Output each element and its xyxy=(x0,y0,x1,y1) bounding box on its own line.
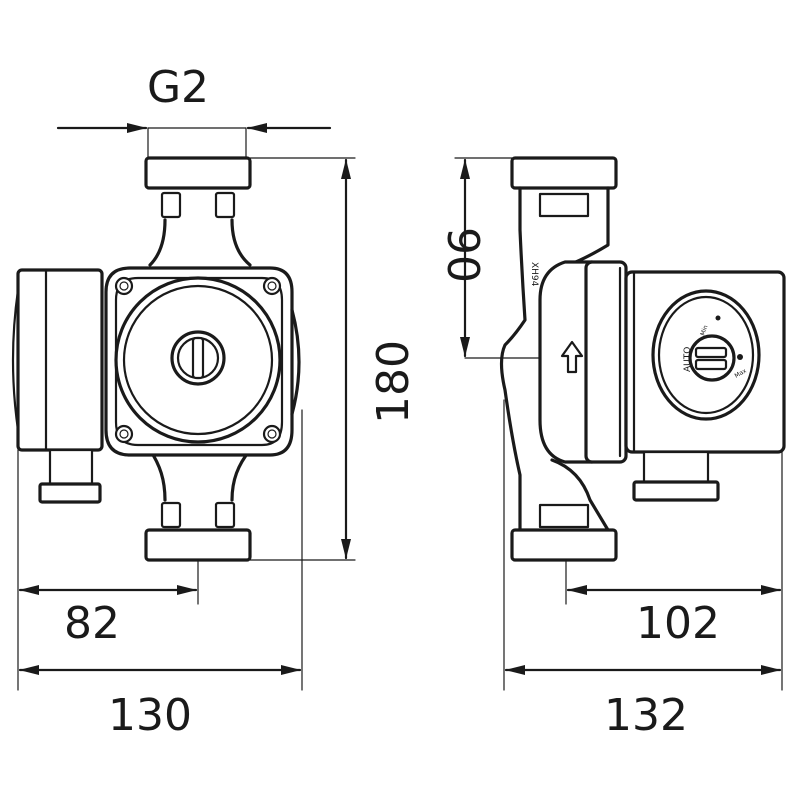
front-bottom-flange xyxy=(144,528,252,562)
side-housing-ring xyxy=(538,260,594,464)
side-bottom-flange xyxy=(510,528,618,562)
front-cable-plug xyxy=(38,482,102,504)
side-pipe-left xyxy=(499,186,527,532)
side-model-label: XH94 xyxy=(529,262,539,287)
front-top-bolt-right xyxy=(214,191,236,219)
side-terminal-plug xyxy=(632,480,720,502)
fan-icon xyxy=(715,315,721,321)
front-rotor-inner xyxy=(122,284,274,436)
dial-label-auto: AUTO xyxy=(683,347,693,372)
dim-130-label: 130 xyxy=(108,690,192,741)
dim-102-label: 102 xyxy=(636,598,720,649)
front-view xyxy=(11,156,301,562)
front-bottom-neck xyxy=(148,448,252,502)
side-terminal-neck xyxy=(642,450,710,486)
side-top-flange xyxy=(510,156,618,190)
side-top-nut xyxy=(538,192,590,218)
front-top-flange xyxy=(144,156,252,190)
dim-180-label: 180 xyxy=(368,340,419,424)
front-bottom-bolt-right xyxy=(214,501,236,529)
front-screws xyxy=(114,276,282,444)
dimensions: G2 180 90 82 130 102 132 xyxy=(17,62,783,741)
dim-132-label: 132 xyxy=(604,690,688,741)
front-bottom-bolt-left xyxy=(160,501,182,529)
side-view: XH94 AUTO Min Max xyxy=(499,156,786,562)
front-cable-gland xyxy=(48,448,94,488)
dim-90-label: 90 xyxy=(437,227,488,283)
side-bottom-nut xyxy=(538,503,590,529)
front-top-neck xyxy=(148,218,252,267)
front-cap-slot xyxy=(191,336,205,380)
front-terminal-box xyxy=(16,268,104,452)
front-top-bolt-left xyxy=(160,191,182,219)
dial-label-min: Min xyxy=(699,324,709,337)
side-flow-arrow-icon xyxy=(560,340,584,374)
dim-82-label: 82 xyxy=(64,598,120,649)
front-housing-bulge xyxy=(290,308,301,416)
dim-g2-label: G2 xyxy=(147,62,209,113)
